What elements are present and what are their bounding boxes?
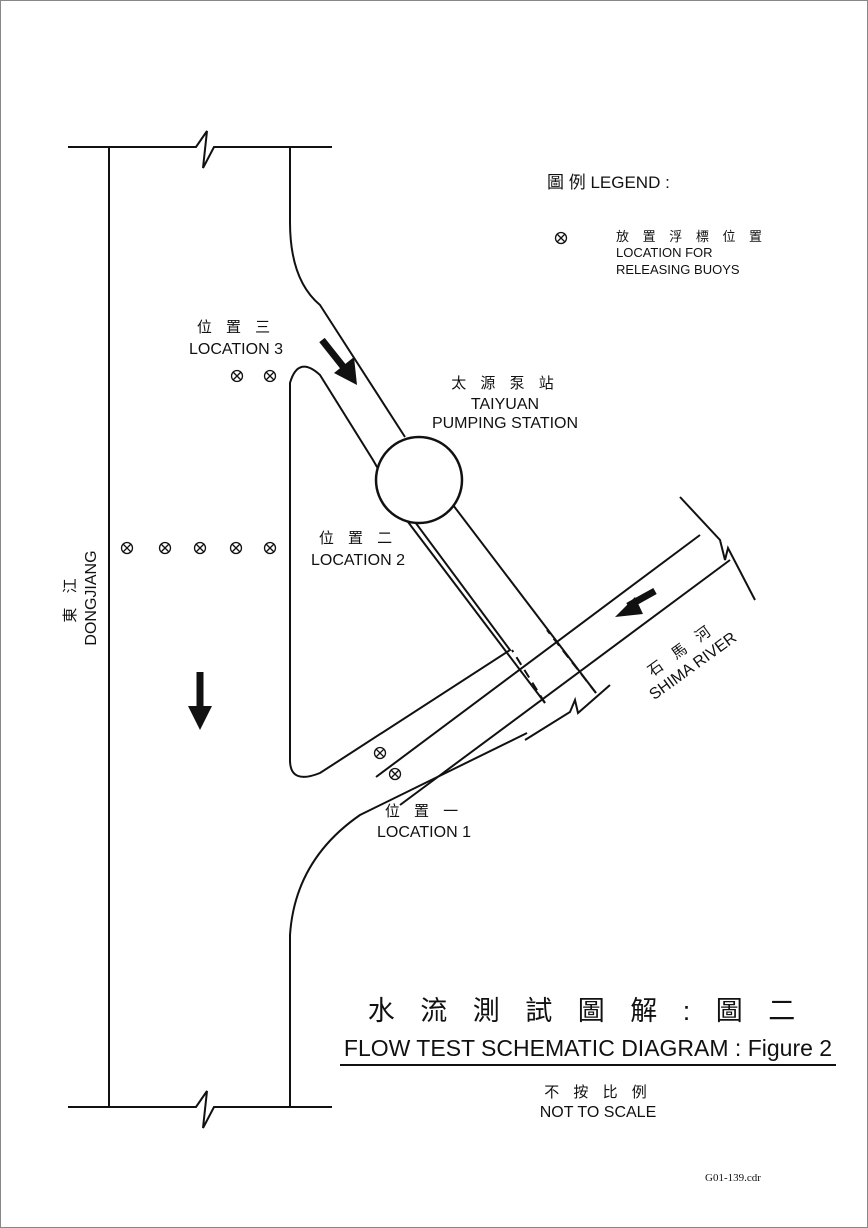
legend-title: 圖 例 LEGEND :	[547, 173, 670, 192]
location-2-en: LOCATION 2	[311, 552, 405, 569]
bottom-break-line	[68, 1090, 332, 1129]
shima-lower-break-line	[524, 684, 611, 741]
dongjiang-cn: 東 江	[62, 573, 79, 622]
dongjiang-river	[68, 130, 528, 1129]
legend-item-en-2: RELEASING BUOYS	[616, 262, 740, 277]
buoy-marker-loc2-a	[120, 541, 134, 555]
location-2-cn: 位 置 二	[319, 530, 397, 547]
shima-lower-bank	[399, 559, 731, 806]
title-cn: 水 流 測 試 圖 解 : 圖 二	[368, 996, 805, 1026]
channel-crossing-dashes	[511, 629, 597, 704]
station-cn: 太 源 泵 站	[451, 375, 559, 392]
buoy-marker-loc2-b	[158, 541, 172, 555]
buoy-marker-loc2-e	[263, 541, 277, 555]
location-3-cn: 位 置 三	[197, 319, 275, 336]
flow-arrows	[188, 337, 657, 730]
buoy-markers	[120, 231, 568, 781]
shima-upper-bank	[375, 534, 701, 778]
dongjiang-right-bank-upper	[289, 147, 406, 438]
buoy-marker-legend	[554, 231, 568, 245]
channel-lower-left-bank	[404, 517, 546, 704]
scale-en: NOT TO SCALE	[540, 1104, 656, 1121]
title-en: FLOW TEST SCHEMATIC DIAGRAM : Figure 2	[344, 1035, 832, 1061]
station-en-2: PUMPING STATION	[432, 415, 578, 432]
buoy-marker-loc3-a	[230, 369, 244, 383]
pumping-station-circle	[374, 435, 464, 525]
flow-arrow-channel	[319, 337, 357, 385]
station-en-1: TAIYUAN	[471, 396, 539, 413]
scale-cn: 不 按 比 例	[544, 1084, 652, 1101]
channel-lower-right-bank	[452, 504, 597, 694]
station-channel	[404, 504, 597, 704]
shima-river	[375, 496, 756, 806]
dongjiang-en: DONGJIANG	[83, 550, 100, 645]
buoy-marker-loc1-b	[388, 767, 402, 781]
file-reference: G01-139.cdr	[705, 1172, 761, 1184]
buoy-marker-loc2-d	[229, 541, 243, 555]
buoy-marker-loc2-c	[193, 541, 207, 555]
flow-arrow-shima	[615, 587, 657, 617]
location-3-en: LOCATION 3	[189, 341, 283, 358]
shima-break-line	[679, 496, 756, 601]
buoy-marker-loc1-a	[373, 746, 387, 760]
legend-item-en-1: LOCATION FOR	[616, 245, 713, 260]
legend-item-cn: 放 置 浮 標 位 置	[616, 229, 767, 244]
buoy-marker-loc3-b	[263, 369, 277, 383]
dongjiang-right-bank-lower	[289, 732, 528, 1107]
top-break-line	[68, 130, 332, 169]
location-1-en: LOCATION 1	[377, 824, 471, 841]
location-1-cn: 位 置 一	[385, 803, 463, 820]
flow-arrow-dongjiang	[188, 672, 212, 730]
